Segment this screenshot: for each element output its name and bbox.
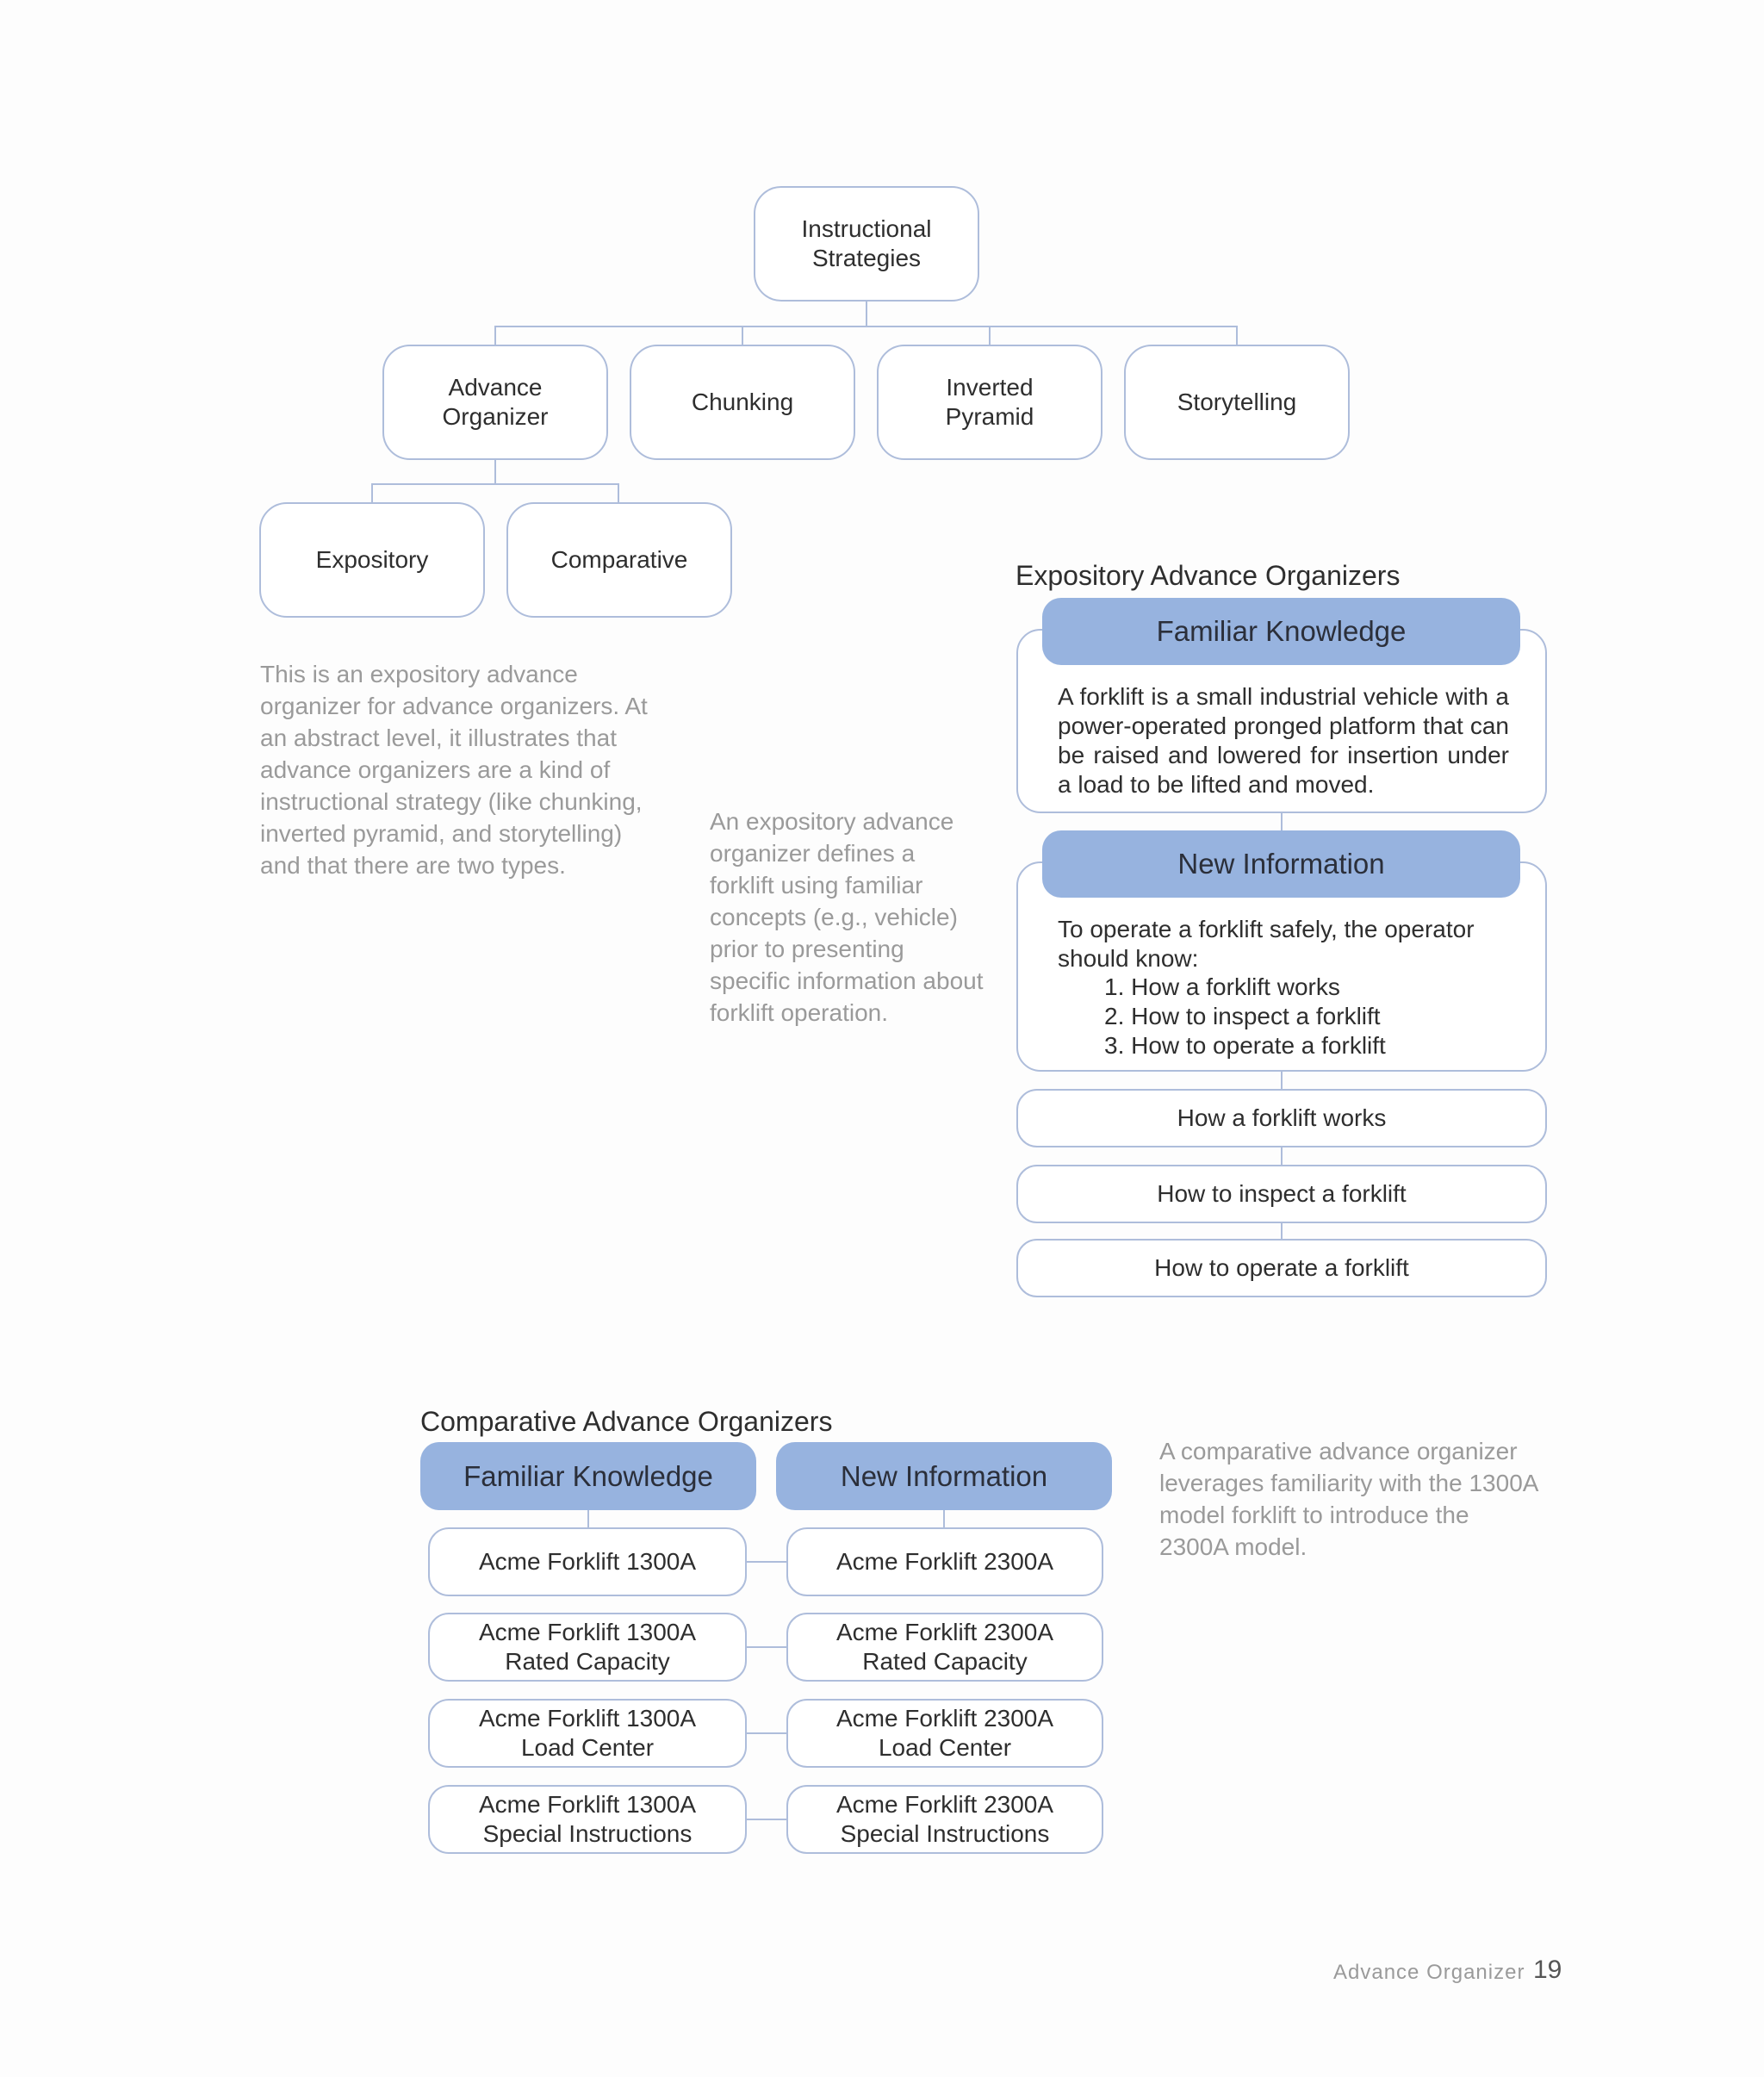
expository-title: Expository Advance Organizers xyxy=(1016,560,1401,591)
step-box: How to inspect a forklift xyxy=(1016,1165,1547,1223)
step-label: How to operate a forklift xyxy=(1154,1254,1409,1281)
comparative-new-header-label: New Information xyxy=(840,1459,1048,1492)
tree-node-label: Instructional Strategies xyxy=(801,215,932,271)
comparison-label: Acme Forklift 1300A xyxy=(478,1548,697,1575)
step-box: How to operate a forklift xyxy=(1016,1239,1547,1297)
tree-node-label: Chunking xyxy=(691,389,794,415)
comparison-right-box: Acme Forklift 2300A Load Center xyxy=(786,1699,1103,1768)
tree-node-storytelling: Storytelling xyxy=(1124,345,1350,460)
list-item: 1. How a forklift works xyxy=(1104,973,1340,1000)
connector xyxy=(742,326,743,345)
tree-node-chunking: Chunking xyxy=(630,345,855,460)
connector xyxy=(747,1732,786,1734)
connector xyxy=(866,302,867,327)
connector xyxy=(1281,1147,1283,1165)
comparison-label: Acme Forklift 2300A Rated Capacity xyxy=(835,1619,1054,1675)
comparative-familiar-header: Familiar Knowledge xyxy=(420,1442,756,1510)
connector xyxy=(618,483,619,502)
comparison-label: Acme Forklift 1300A Load Center xyxy=(478,1705,697,1761)
comparison-left-box: Acme Forklift 1300A Load Center xyxy=(428,1699,747,1768)
step-label: How to inspect a forklift xyxy=(1157,1180,1407,1207)
connector xyxy=(747,1646,786,1648)
comparative-new-header: New Information xyxy=(776,1442,1112,1510)
tree-node-label: Advance Organizer xyxy=(442,374,549,430)
step-label: How a forklift works xyxy=(1177,1104,1387,1131)
connector xyxy=(1281,1223,1283,1239)
tree-node-label: Comparative xyxy=(550,546,688,573)
step-box: How a forklift works xyxy=(1016,1089,1547,1147)
tree-node-comparative: Comparative xyxy=(506,502,732,618)
tree-node-label: Inverted Pyramid xyxy=(945,374,1034,430)
comparison-label: Acme Forklift 1300A Special Instructions xyxy=(478,1791,697,1847)
tree-node-advance-organizer: Advance Organizer xyxy=(382,345,608,460)
connector xyxy=(494,326,496,345)
comparison-right-box: Acme Forklift 2300A Rated Capacity xyxy=(786,1613,1103,1682)
connector xyxy=(1281,813,1283,830)
connector xyxy=(494,326,1238,327)
connector xyxy=(747,1819,786,1820)
comparison-left-box: Acme Forklift 1300A xyxy=(428,1527,747,1596)
tree-node-inverted-pyramid: Inverted Pyramid xyxy=(877,345,1102,460)
connector xyxy=(1281,1072,1283,1089)
expository-caption: An expository advance organizer defines … xyxy=(710,808,984,1026)
connector xyxy=(371,483,373,502)
comparative-title: Comparative Advance Organizers xyxy=(420,1406,833,1437)
comparison-label: Acme Forklift 2300A Load Center xyxy=(835,1705,1054,1761)
tree-node-label: Expository xyxy=(315,546,429,573)
connector xyxy=(989,326,991,345)
tree-node-label: Storytelling xyxy=(1177,389,1297,415)
comparison-label: Acme Forklift 2300A Special Instructions xyxy=(835,1791,1054,1847)
tree-node-expository: Expository xyxy=(259,502,485,618)
comparison-right-box: Acme Forklift 2300A xyxy=(786,1527,1103,1596)
comparative-caption: A comparative advance organizer leverage… xyxy=(1159,1438,1537,1560)
familiar-knowledge-header: Familiar Knowledge xyxy=(1042,598,1520,665)
comparison-label: Acme Forklift 1300A Rated Capacity xyxy=(478,1619,697,1675)
new-information-header-label: New Information xyxy=(1177,848,1385,880)
page-number: 19 xyxy=(1533,1956,1562,1984)
comparison-left-box: Acme Forklift 1300A Special Instructions xyxy=(428,1785,747,1854)
comparison-right-box: Acme Forklift 2300A Special Instructions xyxy=(786,1785,1103,1854)
tree-caption: This is an expository advance organizer … xyxy=(260,661,648,879)
connector xyxy=(943,1510,945,1527)
connector xyxy=(587,1510,589,1527)
list-item: 2. How to inspect a forklift xyxy=(1104,1003,1381,1029)
connector xyxy=(1236,326,1238,345)
new-information-intro: To operate a forklift safely, the operat… xyxy=(1058,916,1475,972)
comparative-familiar-header-label: Familiar Knowledge xyxy=(463,1459,713,1492)
connector xyxy=(371,483,619,485)
connector xyxy=(494,460,496,484)
comparison-label: Acme Forklift 2300A xyxy=(835,1548,1054,1575)
list-item: 3. How to operate a forklift xyxy=(1104,1032,1386,1059)
tree-node-instructional-strategies: Instructional Strategies xyxy=(754,186,979,302)
new-information-list: 1. How a forklift works 2. How to inspec… xyxy=(1058,973,1386,1060)
footer-section-label: Advance Organizer xyxy=(1333,1961,1525,1984)
comparison-left-box: Acme Forklift 1300A Rated Capacity xyxy=(428,1613,747,1682)
connector xyxy=(747,1561,786,1563)
familiar-knowledge-text: A forklift is a small industrial vehicle… xyxy=(1058,683,1509,798)
new-information-header: New Information xyxy=(1042,830,1520,898)
familiar-knowledge-header-label: Familiar Knowledge xyxy=(1156,615,1407,647)
